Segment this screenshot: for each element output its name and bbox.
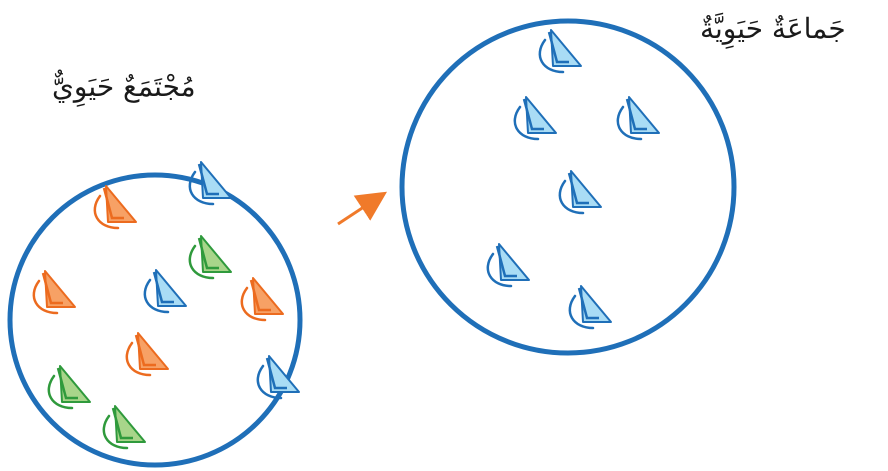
organism-shell-icon: [47, 365, 91, 410]
organism-shell-icon: [538, 29, 582, 74]
population-label: جَماعَةٌ حَيَوِيَّةٌ: [700, 12, 846, 45]
organism-shell-icon: [93, 185, 137, 230]
organism-shell-icon: [486, 243, 530, 288]
organism-shell-icon: [125, 332, 169, 377]
organism-shell-icon: [102, 405, 146, 450]
community-organisms: [32, 161, 300, 450]
population-circle: [399, 18, 737, 356]
organism-shell-icon: [240, 277, 284, 322]
organism-shell-icon: [616, 96, 660, 141]
community-circle: [7, 172, 303, 468]
organism-shell-icon: [568, 285, 612, 330]
zoom-arrow: [337, 191, 388, 226]
organism-shell-icon: [256, 355, 300, 400]
population-organisms: [486, 29, 660, 330]
organism-shell-icon: [32, 270, 76, 315]
organism-shell-icon: [188, 235, 232, 280]
organism-shell-icon: [143, 269, 187, 314]
organism-shell-icon: [513, 96, 557, 141]
community-label: مُجْتَمَعٌ حَيَوِيٌّ: [52, 70, 196, 103]
organism-shell-icon: [188, 161, 232, 206]
organism-shell-icon: [558, 170, 602, 215]
